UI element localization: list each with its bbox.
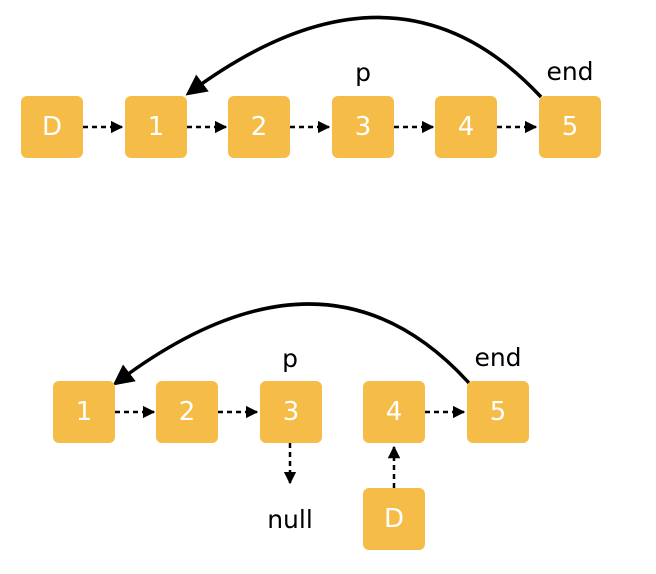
- node-label: 1: [76, 397, 93, 427]
- bottom-pointer-p-label: p: [282, 344, 298, 373]
- bottom-node-dummy: D: [363, 488, 425, 550]
- bottom-node-3: 3: [260, 381, 322, 443]
- node-label: 3: [283, 397, 300, 427]
- top-node-3: 3: [332, 96, 394, 158]
- node-label: 1: [148, 112, 165, 142]
- top-pointer-p-label: p: [355, 58, 371, 87]
- bottom-node-4: 4: [363, 381, 425, 443]
- top-back-arrow: [185, 15, 543, 99]
- node-label: 5: [562, 112, 579, 142]
- bottom-node-5: 5: [467, 381, 529, 443]
- bottom-back-arrow: [112, 302, 471, 386]
- bottom-node-2: 2: [156, 381, 218, 443]
- bottom-pointer-end-label: end: [474, 343, 521, 372]
- node-label: D: [42, 112, 62, 142]
- top-node-5: 5: [539, 96, 601, 158]
- node-label: D: [384, 504, 404, 534]
- top-node-dummy: D: [21, 96, 83, 158]
- top-list: D 1 2 3 4 5 p end: [21, 15, 601, 158]
- top-pointer-end-label: end: [546, 57, 593, 86]
- top-node-4: 4: [435, 96, 497, 158]
- null-label: null: [267, 505, 313, 534]
- node-label: 4: [458, 112, 475, 142]
- node-label: 5: [490, 397, 507, 427]
- top-node-1: 1: [125, 96, 187, 158]
- bottom-node-1: 1: [53, 381, 115, 443]
- bottom-list: 1 2 3 4 5 D p end null: [53, 302, 529, 550]
- node-label: 4: [386, 397, 403, 427]
- node-label: 3: [355, 112, 372, 142]
- node-label: 2: [251, 112, 268, 142]
- top-node-2: 2: [228, 96, 290, 158]
- node-label: 2: [179, 397, 196, 427]
